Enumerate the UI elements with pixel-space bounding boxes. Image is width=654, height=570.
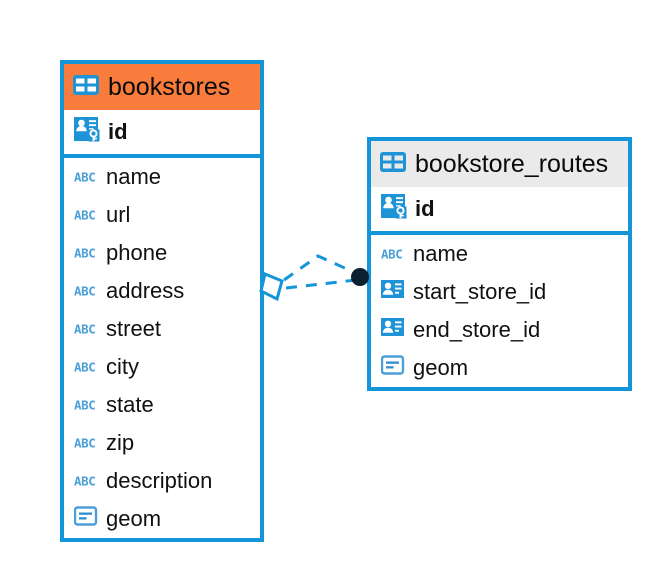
abc-text-icon: ABC <box>74 392 98 418</box>
field-row[interactable]: ABC street <box>64 310 260 348</box>
field-row[interactable]: geom <box>64 500 260 538</box>
field-label: street <box>106 316 162 341</box>
foreign-key-icon <box>381 317 405 343</box>
abc-text-icon: ABC <box>74 164 98 190</box>
primary-key-icon <box>74 116 100 148</box>
field-list-bookstore-routes: ABC name start_store_id <box>371 235 628 387</box>
primary-key-icon <box>381 193 407 225</box>
field-label: name <box>106 164 162 189</box>
field-label: id <box>415 196 435 221</box>
field-label: phone <box>106 240 168 265</box>
field-row[interactable]: start_store_id <box>371 273 628 311</box>
field-row-primary-key[interactable]: id <box>64 110 260 154</box>
field-label: geom <box>413 355 469 380</box>
entity-table-bookstore-routes[interactable]: bookstore_routes <box>367 137 632 391</box>
entity-header-bookstores: bookstores <box>64 64 260 110</box>
svg-text:ABC: ABC <box>381 247 402 261</box>
abc-text-icon: ABC <box>74 278 98 304</box>
relationship-line-upper <box>283 254 359 282</box>
abc-text-icon: ABC <box>74 354 98 380</box>
field-label: description <box>106 468 213 493</box>
relationship-source-diamond-marker <box>259 271 284 302</box>
field-list-bookstores: ABC name ABC url ABC pho <box>64 158 260 538</box>
field-label: zip <box>106 430 135 455</box>
entity-header-bookstore-routes: bookstore_routes <box>371 141 628 187</box>
entity-title: bookstore_routes <box>415 149 609 178</box>
svg-text:ABC: ABC <box>74 474 95 488</box>
svg-text:ABC: ABC <box>74 398 95 412</box>
field-row[interactable]: ABC url <box>64 196 260 234</box>
foreign-key-icon <box>381 279 405 305</box>
field-label: url <box>106 202 131 227</box>
abc-text-icon: ABC <box>381 241 405 267</box>
field-row[interactable]: ABC name <box>64 158 260 196</box>
svg-text:ABC: ABC <box>74 322 95 336</box>
field-label: start_store_id <box>413 279 547 304</box>
primary-key-separator <box>371 231 628 235</box>
table-grid-icon <box>380 150 406 179</box>
field-label: address <box>106 278 185 303</box>
field-label: name <box>413 241 469 266</box>
field-label: state <box>106 392 154 417</box>
field-row[interactable]: ABC city <box>64 348 260 386</box>
field-label: id <box>108 119 128 144</box>
field-row-primary-key[interactable]: id <box>371 187 628 231</box>
abc-text-icon: ABC <box>74 202 98 228</box>
abc-text-icon: ABC <box>74 468 98 494</box>
field-row[interactable]: ABC phone <box>64 234 260 272</box>
abc-text-icon: ABC <box>74 240 98 266</box>
relationship-line-lower <box>285 278 357 290</box>
abc-text-icon: ABC <box>74 430 98 456</box>
svg-text:ABC: ABC <box>74 208 95 222</box>
geometry-icon <box>73 506 98 532</box>
table-grid-icon <box>73 73 99 102</box>
field-row[interactable]: geom <box>371 349 628 387</box>
geometry-icon <box>380 355 405 381</box>
svg-text:ABC: ABC <box>74 436 95 450</box>
abc-text-icon: ABC <box>74 316 98 342</box>
svg-text:ABC: ABC <box>74 170 95 184</box>
field-label: city <box>106 354 139 379</box>
svg-text:ABC: ABC <box>74 246 95 260</box>
entity-title: bookstores <box>108 72 231 101</box>
svg-text:ABC: ABC <box>74 284 95 298</box>
field-row[interactable]: ABC address <box>64 272 260 310</box>
field-row[interactable]: ABC description <box>64 462 260 500</box>
field-label: geom <box>106 506 162 531</box>
svg-text:ABC: ABC <box>74 360 95 374</box>
field-row[interactable]: ABC state <box>64 386 260 424</box>
field-row[interactable]: ABC zip <box>64 424 260 462</box>
primary-key-separator <box>64 154 260 158</box>
field-row[interactable]: ABC name <box>371 235 628 273</box>
entity-table-bookstores[interactable]: bookstores <box>60 60 264 542</box>
field-row[interactable]: end_store_id <box>371 311 628 349</box>
field-label: end_store_id <box>413 317 541 342</box>
